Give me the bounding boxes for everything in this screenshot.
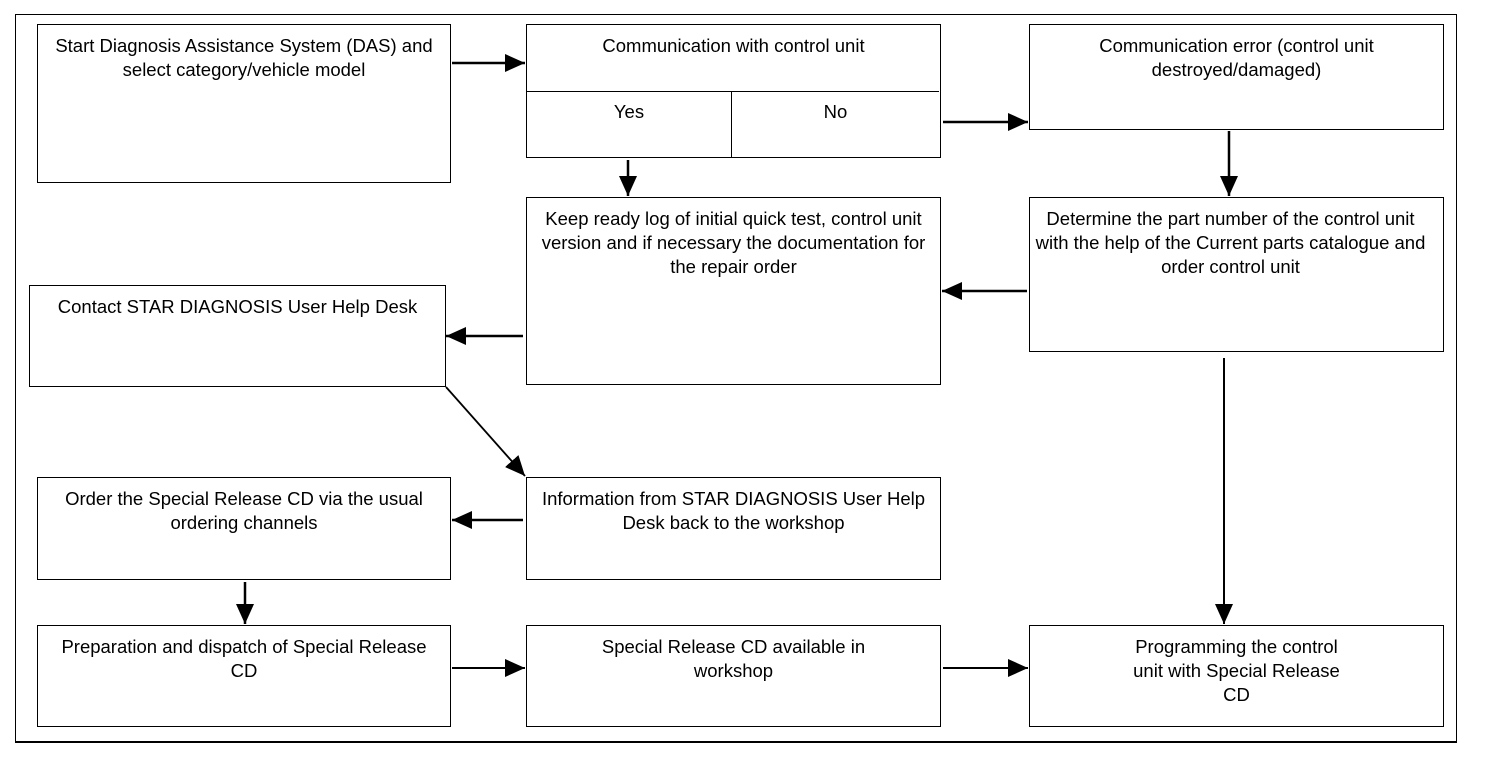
box-comm-error: Communication error (control unit destro… — [1029, 24, 1444, 130]
box-determine: Determine the part number of the control… — [1029, 197, 1444, 352]
box-keep-ready-text: Keep ready log of initial quick test, co… — [541, 208, 926, 277]
diagram-frame — [15, 14, 1457, 743]
box-start: Start Diagnosis Assistance System (DAS) … — [37, 24, 451, 183]
no-label: No — [823, 101, 848, 122]
box-order-text: Order the Special Release CD via the usu… — [65, 488, 423, 533]
box-order: Order the Special Release CD via the usu… — [37, 477, 451, 580]
box-communication: Communication with control unit Yes No — [526, 24, 941, 158]
box-keep-ready: Keep ready log of initial quick test, co… — [526, 197, 941, 385]
arrow-contact-to-information — [445, 386, 526, 477]
box-programming: Programming the control unit with Specia… — [1029, 625, 1444, 727]
box-preparation-text: Preparation and dispatch of Special Rele… — [61, 636, 427, 681]
box-contact-text: Contact STAR DIAGNOSIS User Help Desk — [57, 296, 418, 317]
yes-label: Yes — [613, 101, 645, 122]
box-comm-error-text: Communication error (control unit destro… — [1099, 35, 1374, 80]
box-contact: Contact STAR DIAGNOSIS User Help Desk — [29, 285, 446, 387]
box-information: Information from STAR DIAGNOSIS User Hel… — [526, 477, 941, 580]
box-determine-text: Determine the part number of the control… — [1035, 208, 1426, 277]
box-communication-text: Communication with control unit — [602, 35, 865, 56]
cell-yes: Yes — [527, 91, 732, 157]
box-preparation: Preparation and dispatch of Special Rele… — [37, 625, 451, 727]
box-start-text: Start Diagnosis Assistance System (DAS) … — [55, 35, 433, 80]
box-available: Special Release CD available in workshop — [526, 625, 941, 727]
box-information-text: Information from STAR DIAGNOSIS User Hel… — [541, 488, 926, 533]
box-programming-text: Programming the control unit with Specia… — [1133, 636, 1340, 705]
box-available-text: Special Release CD available in workshop — [601, 636, 866, 681]
cell-no: No — [732, 91, 939, 157]
